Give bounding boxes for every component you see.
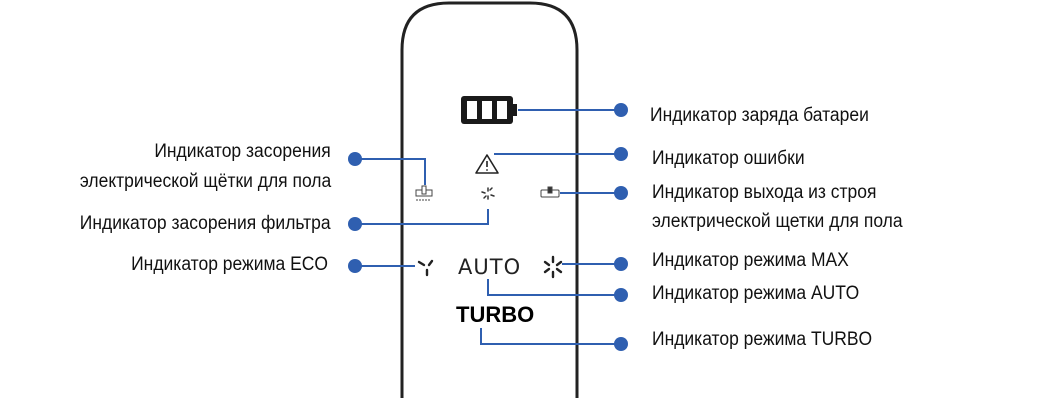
label-error: Индикатор ошибки — [652, 148, 805, 169]
callout-dot-brush-fault — [614, 186, 628, 200]
leader-brush-clog — [355, 158, 426, 185]
eco-fan-icon — [417, 259, 434, 277]
device-panel-outline — [400, 1, 579, 398]
filter-clog-icon — [481, 187, 495, 200]
callout-dot-max — [614, 257, 628, 271]
battery-icon — [461, 96, 517, 124]
callout-dot-eco — [348, 259, 362, 273]
brush-fault-icon — [540, 186, 560, 198]
label-auto: Индикатор режима AUTO — [652, 283, 860, 304]
turbo-mode-label: TURBO — [456, 302, 534, 327]
leader-turbo — [480, 328, 620, 345]
label-max: Индикатор режима MAX — [652, 250, 849, 271]
label-filter-clog: Индикатор засорения фильтра — [80, 213, 331, 234]
callout-dot-error — [614, 147, 628, 161]
callout-dot-turbo — [614, 337, 628, 351]
label-brush-fault-line2: электрической щетки для пола — [652, 211, 903, 232]
leader-filter-clog — [355, 209, 489, 225]
auto-mode-label: AUTO — [458, 255, 521, 279]
label-brush-clog-line2: электрической щётки для пола — [79, 171, 331, 192]
brush-clog-icon — [415, 185, 433, 201]
callout-dot-auto — [614, 288, 628, 302]
callout-dot-filter-clog — [348, 217, 362, 231]
leader-auto — [487, 279, 620, 296]
label-eco: Индикатор режима ECO — [131, 254, 328, 275]
callout-dot-brush-clog — [348, 152, 362, 166]
max-fan-icon — [543, 255, 563, 279]
label-turbo: Индикатор режима TURBO — [652, 329, 873, 350]
callout-dot-battery — [614, 103, 628, 117]
label-battery: Индикатор заряда батареи — [650, 105, 869, 126]
label-brush-clog-line1: Индикатор засорения — [154, 141, 331, 162]
warning-icon — [475, 154, 499, 174]
label-brush-fault-line1: Индикатор выхода из строя — [652, 182, 877, 203]
